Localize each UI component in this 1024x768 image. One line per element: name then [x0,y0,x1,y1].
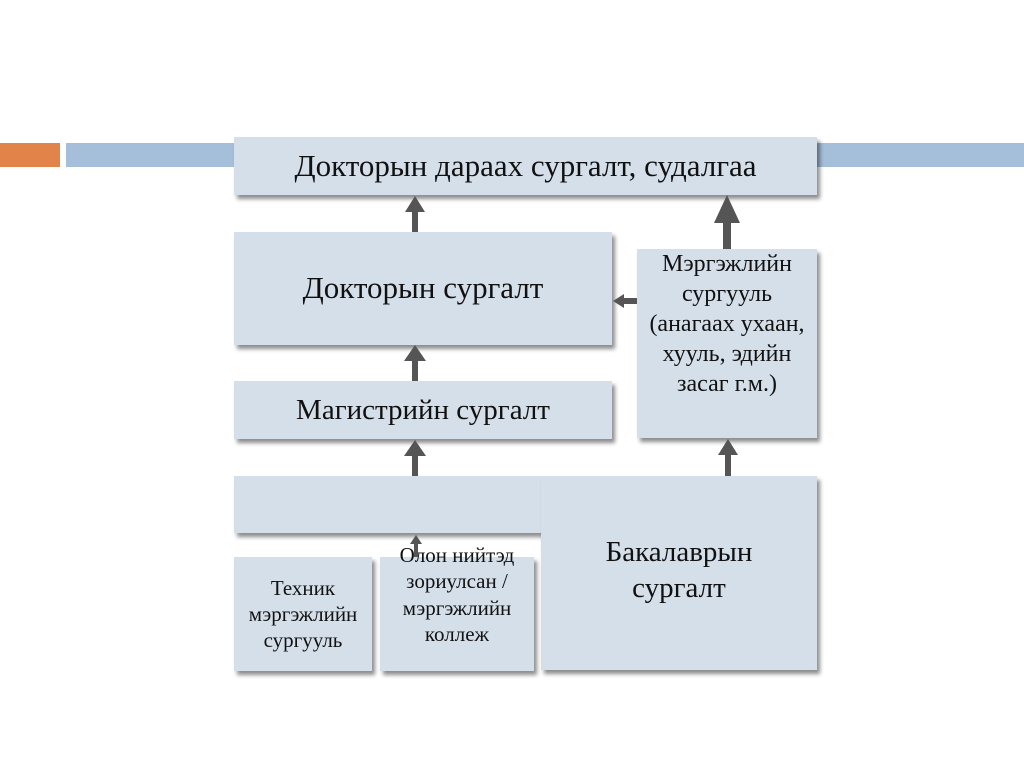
doctoral-box: Докторын сургалт [234,232,612,345]
professional-school-box: Мэргэжлийн сургууль (анагаах ухаан, хуул… [637,249,817,438]
technical-school-label: Техник мэргэжлийн сургууль [248,575,358,653]
arrow-up-doctoral-to-postdoc [405,196,425,232]
arrow-up-masters-to-doctoral [404,345,426,381]
technical-school-box: Техник мэргэжлийн сургууль [234,557,372,671]
postdoctoral-box: Докторын дараах сургалт, судалгаа [234,137,817,195]
masters-label: Магистрийн сургалт [296,393,550,426]
professional-school-label: Мэргэжлийн сургууль (анагаах ухаан, хуул… [649,251,805,397]
community-college-label: Олон нийтэд зориулсан / мэргэжлийн колле… [399,543,515,646]
arrow-up-empty-to-masters [404,440,426,476]
postdoctoral-label: Докторын дараах сургалт, судалгаа [294,147,757,183]
accent-bar-orange [0,143,60,167]
masters-box: Магистрийн сургалт [234,381,612,439]
arrow-up-bachelors-to-professional [718,439,738,476]
arrow-up-college-to-empty [410,535,422,557]
bachelors-box: Бакалаврын сургалт [541,476,817,670]
empty-box [234,476,544,533]
community-college-box: Олон нийтэд зориулсан / мэргэжлийн колле… [380,543,534,671]
arrow-up-professional-to-postdoc [714,195,740,249]
doctoral-label: Докторын сургалт [302,270,544,306]
bachelors-label: Бакалаврын сургалт [605,536,753,605]
arrow-left-professional-to-doctoral [613,294,637,308]
